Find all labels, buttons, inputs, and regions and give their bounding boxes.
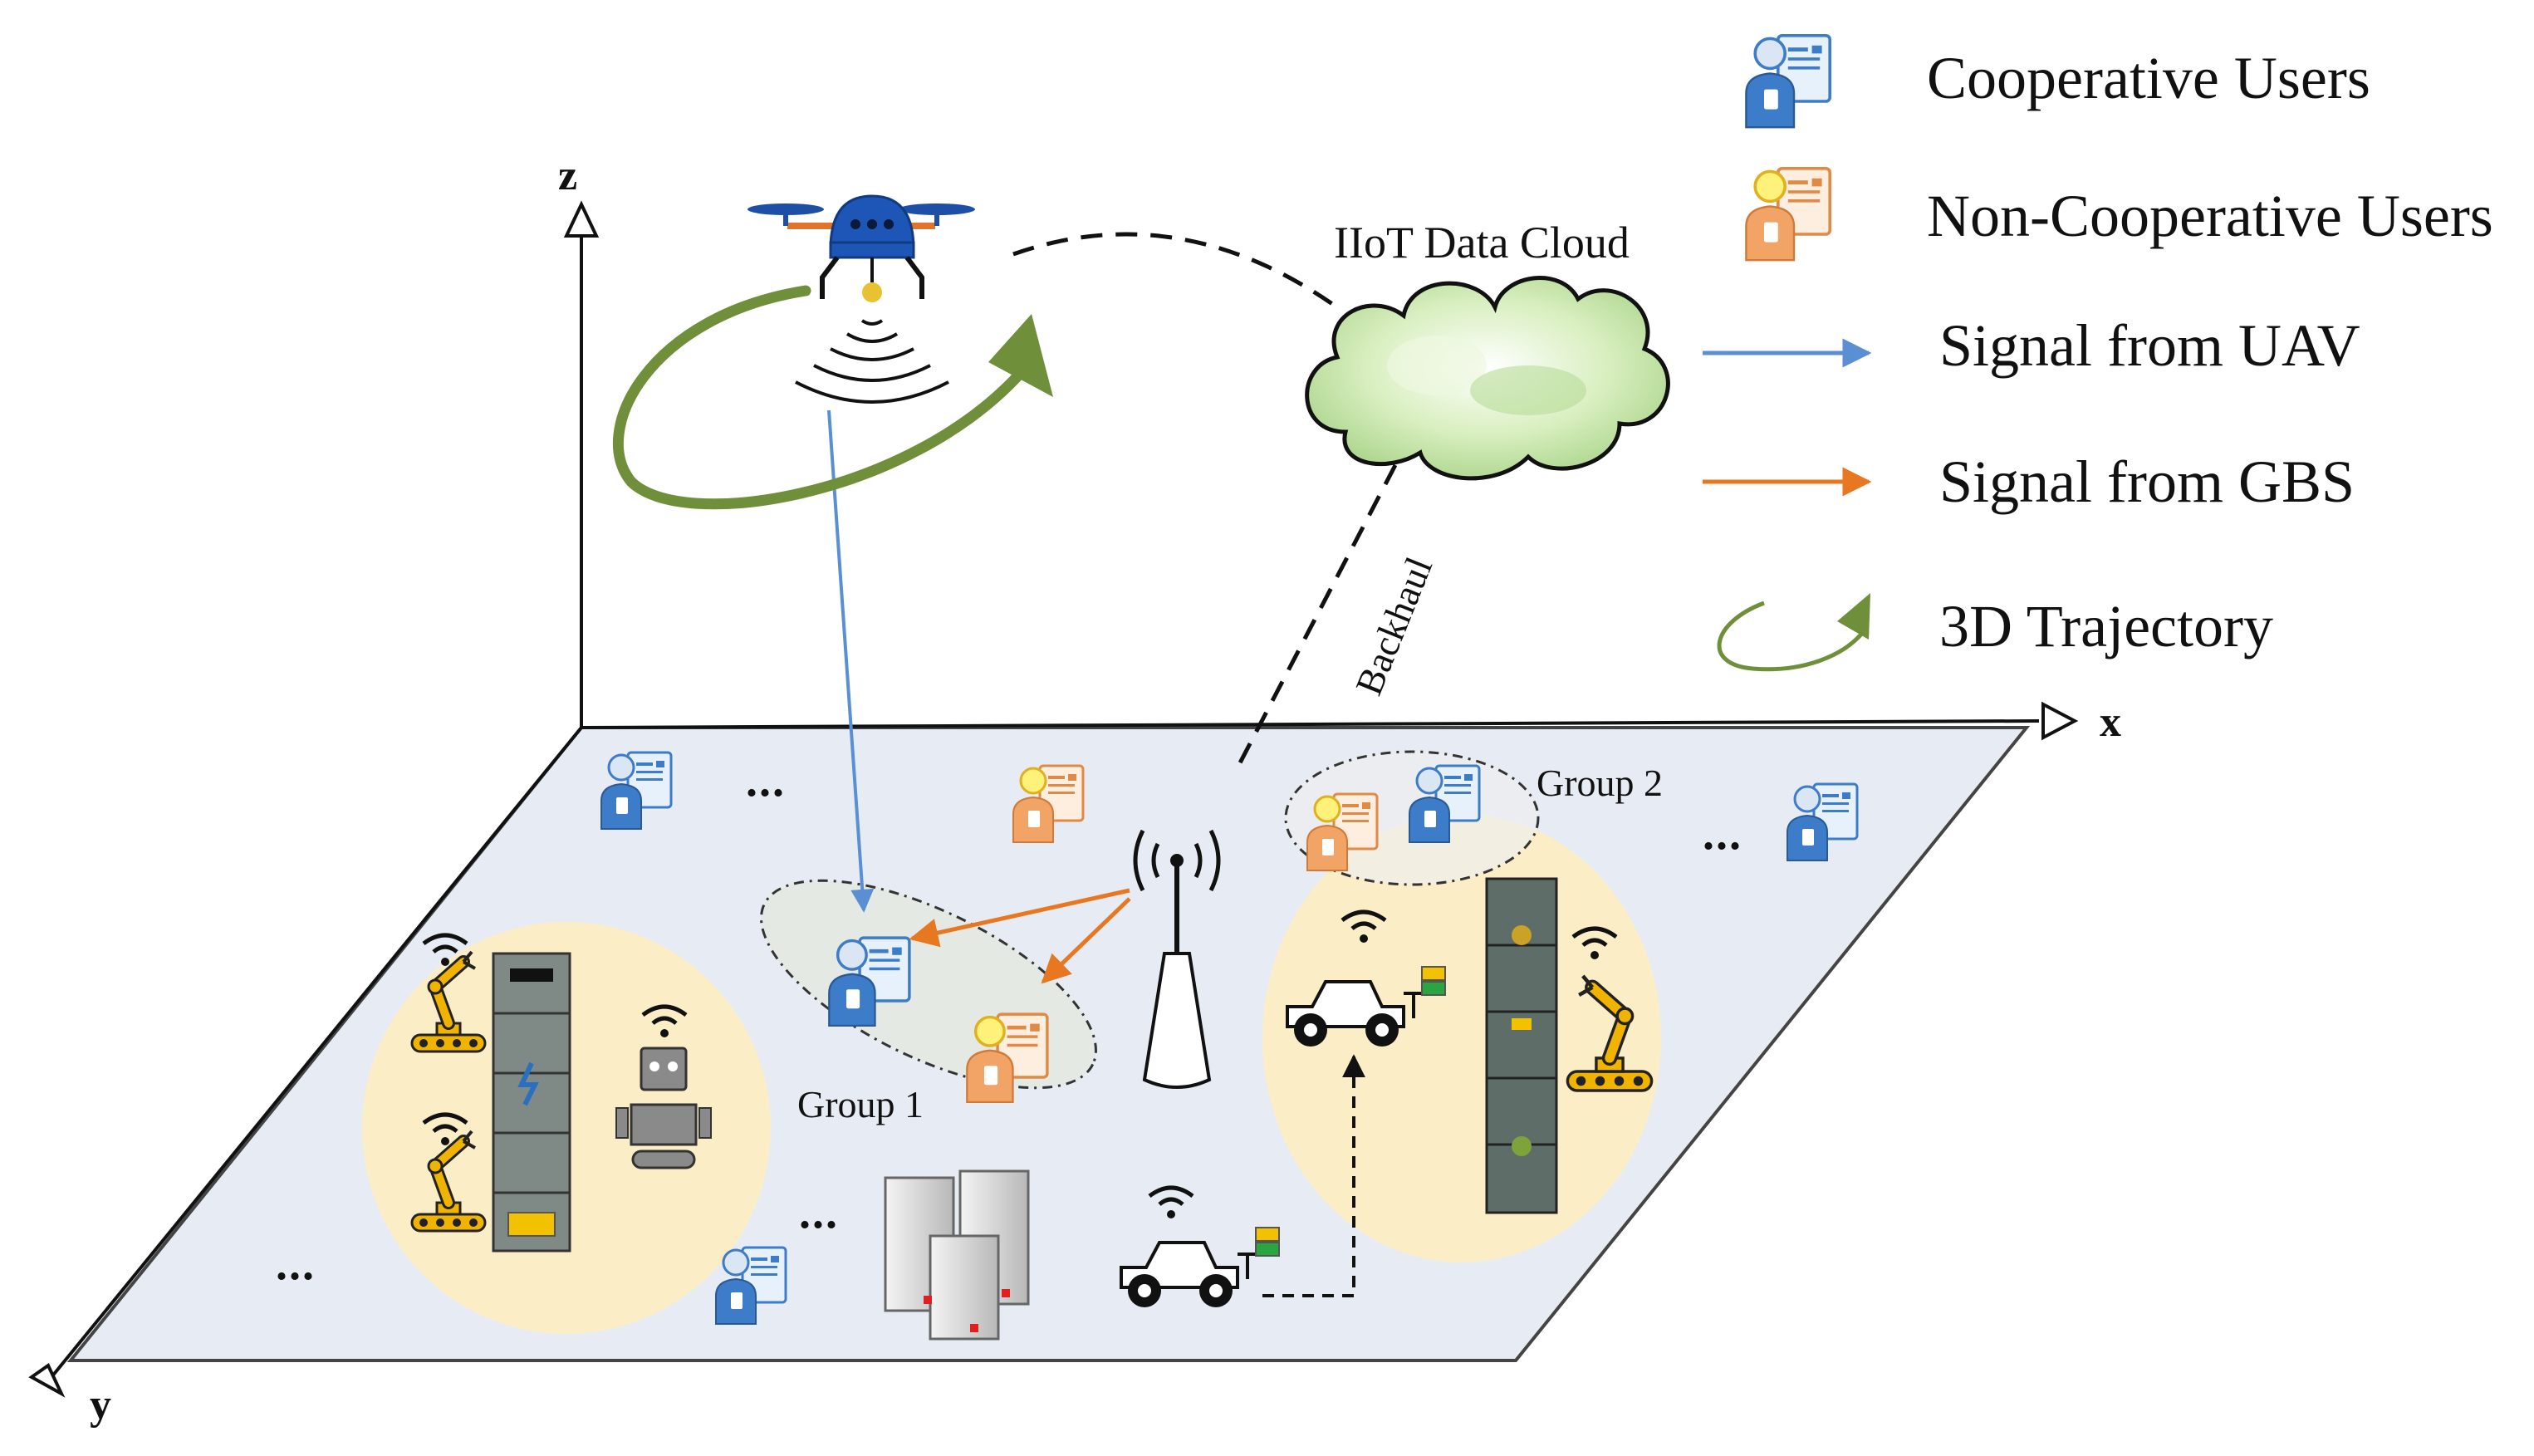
server-icon [884, 1169, 1030, 1341]
x-axis-label: x [2100, 699, 2121, 746]
ellipsis-marker: ... [1703, 808, 1742, 860]
uav-trajectory-path [612, 285, 1026, 510]
server-rack-icon [492, 952, 571, 1253]
factory-zone-right [1262, 814, 1661, 1262]
backhaul-label: Backhaul [1347, 552, 1440, 701]
uav-broadcast-waves [795, 319, 949, 404]
ellipsis-marker: ... [799, 1187, 839, 1238]
coordinate-axes [28, 200, 2079, 1398]
gbs-signal-arrow [909, 888, 1130, 948]
iiot-data-cloud-icon [1305, 276, 1670, 481]
legend-label: Signal from GBS [1939, 449, 2355, 515]
legend-label: Cooperative Users [1927, 45, 2370, 111]
non-cooperative-user-icon [1744, 167, 1831, 262]
base-station-icon [1133, 829, 1221, 1089]
backhaul-link [1233, 463, 1398, 772]
uav-icon [747, 194, 975, 302]
ellipsis-marker: ... [276, 1238, 316, 1290]
legend-label: Non-Cooperative Users [1927, 183, 2493, 249]
y-axis-label: y [90, 1381, 111, 1429]
uav-cloud-link [1012, 232, 1339, 310]
service-robot-icon [615, 1047, 712, 1169]
legend-trajectory-swatch [1717, 601, 1865, 672]
cooperative-user-icon [1744, 33, 1831, 129]
control-cabinet-icon [1485, 877, 1558, 1214]
cloud-label: IIoT Data Cloud [1334, 218, 1630, 267]
ellipsis-marker: ... [746, 755, 786, 806]
uav-signal-arrow [827, 409, 875, 913]
legend: Cooperative Users Non-Cooperative Users … [1703, 33, 2493, 672]
group-2-label: Group 2 [1537, 762, 1663, 804]
z-axis-label: z [558, 152, 577, 199]
uav-trajectory-arrowhead [988, 314, 1053, 397]
gbs-signal-arrow [1041, 897, 1131, 984]
legend-trajectory-arrowhead [1837, 593, 1870, 640]
group-1-label: Group 1 [797, 1083, 924, 1125]
vehicle-movement-path [1262, 1054, 1365, 1297]
legend-label: 3D Trajectory [1939, 593, 2273, 659]
legend-label: Signal from UAV [1939, 312, 2360, 379]
